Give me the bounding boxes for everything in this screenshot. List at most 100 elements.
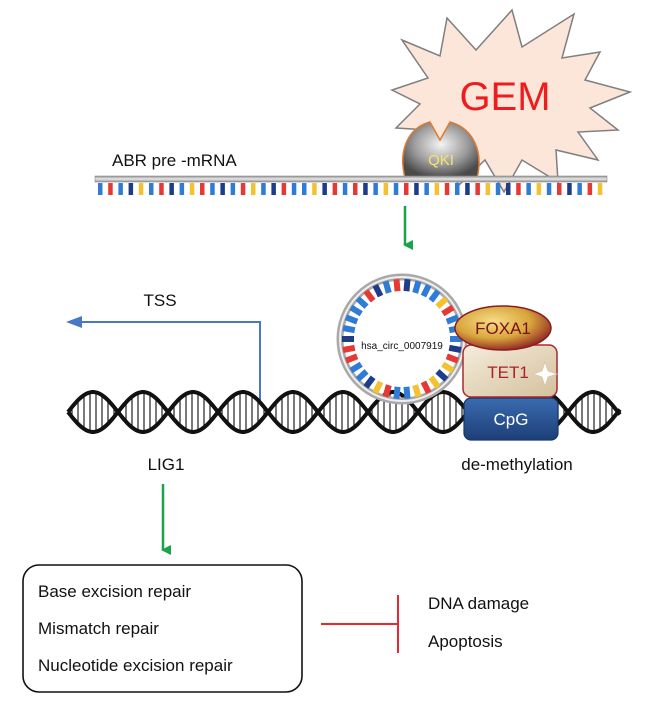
nucleotide-base bbox=[322, 183, 327, 195]
circrna-bases bbox=[342, 278, 462, 400]
nucleotide-base bbox=[281, 183, 287, 195]
cpg-label: CpG bbox=[494, 410, 529, 429]
nucleotide-base bbox=[536, 183, 542, 195]
circ-nucleotide-base bbox=[403, 386, 411, 400]
circ-nucleotide-base bbox=[344, 314, 359, 325]
nucleotide-base bbox=[444, 183, 450, 195]
circ-nucleotide-base bbox=[363, 289, 376, 303]
circ-nucleotide-base bbox=[448, 344, 462, 353]
nucleotide-base bbox=[159, 183, 164, 195]
tet1-label: TET1 bbox=[487, 363, 529, 382]
nucleotide-base bbox=[577, 183, 582, 195]
circ-nucleotide-base bbox=[412, 280, 422, 294]
nucleotide-base bbox=[210, 183, 215, 195]
repair-pathways-box: Base excision repair Mismatch repair Nuc… bbox=[22, 564, 303, 693]
nucleotide-base bbox=[179, 183, 185, 195]
nucleotide-base bbox=[597, 183, 603, 195]
gene-label: LIG1 bbox=[148, 455, 185, 474]
circ-nucleotide-base bbox=[382, 280, 392, 294]
circ-nucleotide-base bbox=[412, 384, 422, 398]
sparkle-icon bbox=[531, 360, 559, 388]
repair-item: Nucleotide excision repair bbox=[38, 656, 233, 675]
nucleotide-base bbox=[414, 183, 419, 195]
nucleotide-base bbox=[332, 183, 338, 195]
pre-mrna-backbone bbox=[94, 175, 608, 183]
nucleotide-base bbox=[485, 183, 491, 195]
circ-nucleotide-base bbox=[441, 361, 455, 374]
protein-complex: CpG TET1 FOXA1 bbox=[454, 305, 559, 441]
circ-nucleotide-base bbox=[441, 304, 455, 317]
qki-label: QKI bbox=[428, 152, 454, 169]
nucleotide-base bbox=[567, 183, 572, 195]
circ-nucleotide-base bbox=[435, 369, 449, 382]
circ-nucleotide-base bbox=[445, 353, 460, 364]
nucleotide-base bbox=[587, 183, 593, 195]
pre-mrna-label: ABR pre -mRNA bbox=[112, 151, 237, 170]
circrna-ring-inner bbox=[339, 276, 465, 402]
circ-nucleotide-base bbox=[445, 314, 460, 325]
tss-arrow-line bbox=[80, 321, 261, 400]
circ-nucleotide-base bbox=[393, 278, 401, 292]
nucleotide-base bbox=[557, 183, 562, 195]
nucleotide-base bbox=[261, 183, 266, 195]
circ-nucleotide-base bbox=[342, 344, 356, 353]
pre-mrna-strand bbox=[94, 175, 608, 195]
nucleotide-base bbox=[118, 183, 123, 195]
nucleotide-base bbox=[342, 183, 348, 195]
tss-label: TSS bbox=[143, 291, 176, 310]
circ-nucleotide-base bbox=[372, 283, 384, 298]
circ-nucleotide-base bbox=[382, 384, 392, 398]
nucleotide-base bbox=[200, 183, 205, 195]
circ-nucleotide-base bbox=[363, 375, 376, 389]
nucleotide-base bbox=[546, 183, 552, 195]
circ-nucleotide-base bbox=[428, 375, 441, 389]
qki-shape bbox=[402, 121, 480, 179]
repair-item: Base excision repair bbox=[38, 582, 191, 601]
repair-item: Mismatch repair bbox=[38, 619, 159, 638]
nucleotide-base bbox=[312, 183, 317, 195]
nucleotide-base bbox=[98, 183, 103, 195]
outcome-item: Apoptosis bbox=[428, 632, 503, 651]
nucleotide-base bbox=[128, 183, 134, 195]
circ-nucleotide-base bbox=[349, 361, 363, 374]
circrna: hsa_circ_0007919 bbox=[336, 273, 468, 405]
gem-label: GEM bbox=[459, 75, 550, 119]
circ-nucleotide-base bbox=[420, 380, 432, 395]
circ-nucleotide-base bbox=[372, 380, 384, 395]
nucleotide-base bbox=[434, 183, 440, 195]
nucleotide-base bbox=[495, 183, 501, 195]
qki-protein: QKI bbox=[402, 121, 480, 179]
nucleotide-base bbox=[149, 183, 154, 195]
circ-nucleotide-base bbox=[344, 353, 359, 364]
foxa1-label: FOXA1 bbox=[475, 319, 531, 338]
nucleotide-base bbox=[465, 183, 470, 195]
nucleotide-base bbox=[220, 183, 225, 195]
nucleotide-base bbox=[424, 183, 429, 195]
demethylation-label: de-methylation bbox=[461, 455, 573, 474]
nucleotide-base bbox=[240, 183, 246, 195]
nucleotide-base bbox=[393, 183, 399, 195]
nucleotide-base bbox=[291, 183, 297, 195]
inhibition-symbol bbox=[321, 595, 399, 653]
nucleotide-base bbox=[506, 183, 511, 195]
nucleotide-base bbox=[251, 183, 256, 195]
tss-arrow: TSS bbox=[66, 291, 261, 400]
nucleotide-base bbox=[363, 183, 368, 195]
pre-mrna-bases bbox=[98, 183, 603, 195]
nucleotide-base bbox=[475, 183, 480, 195]
nucleotide-base bbox=[373, 183, 378, 195]
foxa1-ellipse bbox=[454, 305, 552, 351]
circ-nucleotide-base bbox=[342, 336, 354, 342]
nucleotide-base bbox=[455, 183, 460, 195]
circ-nucleotide-base bbox=[355, 369, 369, 382]
nucleotide-base bbox=[271, 183, 276, 195]
circ-nucleotide-base bbox=[403, 278, 411, 292]
circ-nucleotide-base bbox=[393, 386, 401, 400]
nucleotide-base bbox=[383, 183, 389, 195]
nucleotide-base bbox=[230, 183, 236, 195]
nucleotide-base bbox=[189, 183, 195, 195]
nucleotide-base bbox=[169, 183, 174, 195]
circ-nucleotide-base bbox=[349, 304, 363, 317]
nucleotide-base bbox=[404, 183, 409, 195]
